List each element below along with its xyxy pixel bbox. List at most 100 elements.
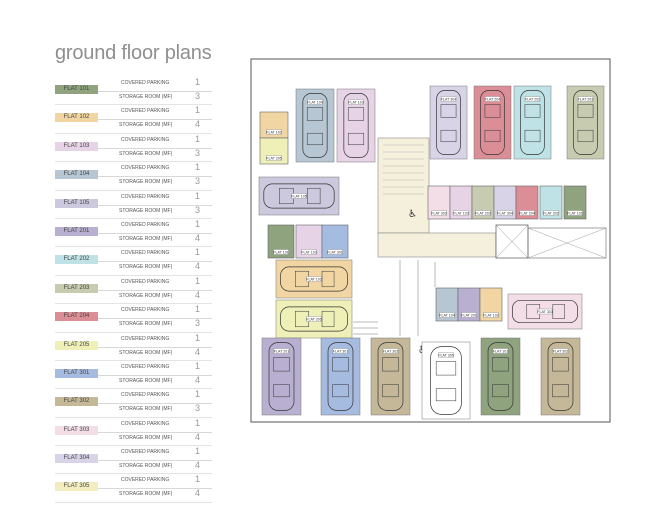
plan-flat-label <box>537 308 553 315</box>
plan-flat-label <box>552 348 569 354</box>
plan-flat-label <box>382 348 399 354</box>
plan-flat-label-text: FLAT 303 <box>431 211 446 215</box>
parking-label: COVERED PARKING <box>121 221 170 228</box>
plan-flat-label-text: FLAT 104 <box>307 100 322 104</box>
storage-label: STORAGE ROOM (MF) <box>119 207 173 214</box>
car-windshield <box>347 107 365 121</box>
car-icon <box>280 266 348 292</box>
plan-flat-label-text: FLAT 305 <box>438 353 453 357</box>
storage-label: STORAGE ROOM (MF) <box>119 377 173 384</box>
flat-tag: FLAT 302 <box>55 397 98 407</box>
plan-flat-label-text: FLAT 105 <box>291 194 306 198</box>
parking-count: 1 <box>195 105 201 116</box>
plan-flat-label-text: FLAT 103 <box>453 211 468 215</box>
storage-label: STORAGE ROOM (MF) <box>119 235 173 242</box>
car-icon <box>436 90 461 155</box>
plan-flat-label <box>306 276 322 282</box>
plan-flat-label-text: FLAT 104 <box>439 313 454 317</box>
plan-flat-label <box>291 193 307 199</box>
plan-flat-label <box>301 249 317 255</box>
parking-label: COVERED PARKING <box>121 477 170 484</box>
plan-flat-label <box>484 96 501 102</box>
storage-label: STORAGE ROOM (MF) <box>119 491 173 498</box>
storage-count: 4 <box>195 460 201 471</box>
plan-flat-label <box>438 352 454 358</box>
flat-tag: FLAT 301 <box>55 368 98 378</box>
plan-flat-label <box>497 210 513 216</box>
plan-flat-label <box>461 312 477 318</box>
parking-label: COVERED PARKING <box>121 136 170 143</box>
storage-label: STORAGE ROOM (MF) <box>119 264 173 271</box>
car-rear-window <box>435 388 457 402</box>
plan-flat-label-text: FLAT 102 <box>306 277 321 281</box>
parking-count: 1 <box>195 474 201 485</box>
plan-flat-label <box>273 348 290 354</box>
car-rear-window <box>306 132 324 146</box>
plan-flat-label-text: FLAT 101 <box>273 250 288 254</box>
plan-flat-label <box>475 210 491 216</box>
parking-label: COVERED PARKING <box>121 307 170 314</box>
parking-label: COVERED PARKING <box>121 449 170 456</box>
car-icon <box>573 90 598 155</box>
car-rear-window <box>332 384 349 398</box>
plan-flat-label-text: FLAT 201 <box>461 313 476 317</box>
car-icon <box>263 183 335 209</box>
car-rear-window <box>552 304 565 319</box>
parking-count: 1 <box>195 247 201 258</box>
car-rear-window <box>484 129 501 143</box>
storage-count: 4 <box>195 488 201 499</box>
car-icon <box>547 342 574 411</box>
plan-flat-label <box>266 155 282 161</box>
flat-tag: FLAT 203 <box>55 283 98 293</box>
car-windshield <box>440 104 457 118</box>
flat-tag: FLAT 204 <box>55 312 98 322</box>
flat-tag: FLAT 202 <box>55 255 98 265</box>
plan-flat-label-text: FLAT 103 <box>348 100 363 104</box>
parking-count: 1 <box>195 389 201 400</box>
storage-label: STORAGE ROOM (MF) <box>119 349 173 356</box>
flat-tag: FLAT 304 <box>55 454 98 464</box>
plan-flat-label <box>483 312 499 318</box>
storage-count: 3 <box>195 91 201 101</box>
plan-flat-label-text: FLAT 202 <box>525 97 540 101</box>
wheelchair-icon: ♿ <box>408 209 417 220</box>
plan-flat-label <box>524 96 541 102</box>
flat-tag: FLAT 103 <box>55 141 98 151</box>
parking-label: COVERED PARKING <box>121 392 170 399</box>
car-icon <box>280 306 348 332</box>
flat-tag: FLAT 104 <box>55 170 98 180</box>
car-windshield <box>577 104 594 118</box>
storage-label: STORAGE ROOM (MF) <box>119 463 173 470</box>
storage-label: STORAGE ROOM (MF) <box>119 94 173 100</box>
storage-label: STORAGE ROOM (MF) <box>119 434 173 441</box>
storage-count: 3 <box>195 403 201 414</box>
car-rear-window <box>321 270 335 288</box>
car-windshield <box>435 361 457 376</box>
parking-label: COVERED PARKING <box>121 363 170 370</box>
storage-label: STORAGE ROOM (MF) <box>119 179 173 186</box>
plan-flat-label-text: FLAT 201 <box>274 349 289 353</box>
parking-count: 1 <box>195 77 201 87</box>
storage-count: 3 <box>195 204 201 215</box>
car-rear-window <box>440 129 457 143</box>
plan-flat-label <box>453 210 469 216</box>
car-windshield <box>524 104 541 118</box>
storage-count: 4 <box>195 232 201 243</box>
plan-flat-label <box>431 210 447 216</box>
car-windshield <box>332 357 349 372</box>
car-rear-window <box>524 129 541 143</box>
parking-count: 1 <box>195 446 201 457</box>
parking-label: COVERED PARKING <box>121 165 170 172</box>
plan-flat-label <box>327 249 343 255</box>
